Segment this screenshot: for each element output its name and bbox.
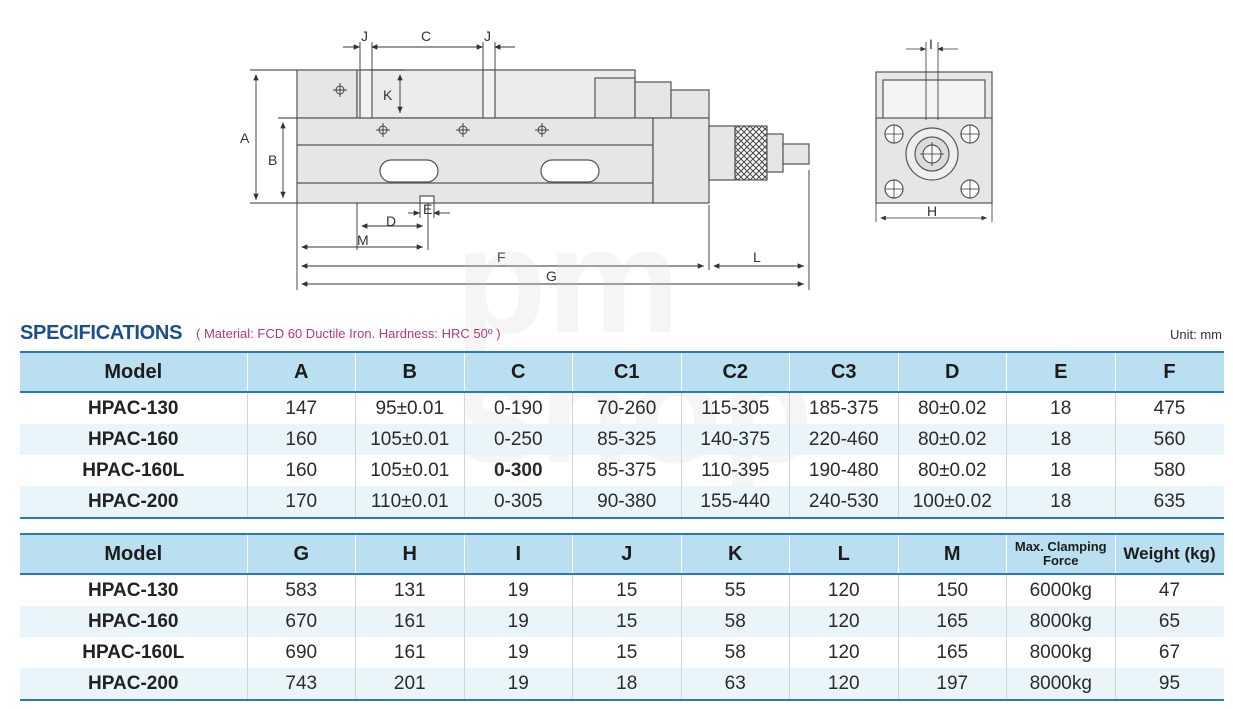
header-e: E xyxy=(1006,351,1115,393)
spec-table-2: Model G H I J K L M Max. Clamping Force … xyxy=(20,533,1224,701)
front-view xyxy=(875,71,993,204)
header-model: Model xyxy=(20,533,247,575)
dimension-lines xyxy=(250,42,810,290)
header-max-clamping-force: Max. Clamping Force xyxy=(1006,533,1115,575)
header-k: K xyxy=(680,533,790,575)
header-c1: C1 xyxy=(572,351,681,393)
table-row: HPAC-160L 160 105±0.01 0-300 85-375 110-… xyxy=(20,455,1224,486)
dimension-labels: A B J C J K D E M F G L I H xyxy=(240,28,937,284)
header-weight: Weight (kg) xyxy=(1114,533,1224,575)
label-k: K xyxy=(383,87,393,103)
label-b: B xyxy=(268,152,277,168)
label-a: A xyxy=(240,130,250,146)
side-view xyxy=(296,69,810,204)
table-row: HPAC-200 170 110±0.01 0-305 90-380 155-4… xyxy=(20,486,1224,519)
label-m: M xyxy=(357,232,369,248)
label-f: F xyxy=(497,249,506,265)
material-note: ( Material: FCD 60 Ductile Iron. Hardnes… xyxy=(196,326,501,341)
spec-table-1: Model A B C C1 C2 C3 D E F HPAC-130 147 … xyxy=(20,351,1224,519)
label-c: C xyxy=(421,28,431,44)
header-c3: C3 xyxy=(789,351,898,393)
table-row: HPAC-160 160 105±0.01 0-250 85-325 140-3… xyxy=(20,424,1224,455)
header-c: C xyxy=(463,351,573,393)
header-d: D xyxy=(897,351,1007,393)
label-l: L xyxy=(753,249,761,265)
label-d: D xyxy=(386,213,396,229)
spec-title: SPECIFICATIONS xyxy=(20,322,183,344)
specifications-header: SPECIFICATIONS ( Material: FCD 60 Ductil… xyxy=(20,318,1222,346)
label-i: I xyxy=(929,36,933,52)
table-row: HPAC-160L 690 161 19 15 58 120 165 8000k… xyxy=(20,637,1224,668)
label-g: G xyxy=(546,268,557,284)
vise-drawing: A B J C J K D E M F G L I H xyxy=(240,28,993,290)
header-model: Model xyxy=(20,351,247,393)
header-g: G xyxy=(246,533,356,575)
label-j-right: J xyxy=(484,28,491,44)
table-row: HPAC-130 583 131 19 15 55 120 150 6000kg… xyxy=(20,574,1224,606)
table-header-row: Model A B C C1 C2 C3 D E F xyxy=(20,351,1224,393)
table-header-row: Model G H I J K L M Max. Clamping Force … xyxy=(20,533,1224,575)
table-row: HPAC-160 670 161 19 15 58 120 165 8000kg… xyxy=(20,606,1224,637)
hole-marks xyxy=(333,83,549,137)
table-row: HPAC-200 743 201 19 18 63 120 197 8000kg… xyxy=(20,668,1224,701)
header-m: M xyxy=(897,533,1007,575)
header-i: I xyxy=(463,533,573,575)
label-h: H xyxy=(927,203,937,219)
header-h: H xyxy=(355,533,464,575)
header-j: J xyxy=(572,533,681,575)
unit-label: Unit: mm xyxy=(1170,327,1222,342)
header-c2: C2 xyxy=(680,351,790,393)
header-a: A xyxy=(246,351,356,393)
header-l: L xyxy=(789,533,898,575)
table-row: HPAC-130 147 95±0.01 0-190 70-260 115-30… xyxy=(20,392,1224,424)
header-b: B xyxy=(355,351,464,393)
header-f: F xyxy=(1114,351,1224,393)
label-j-left: J xyxy=(361,28,368,44)
label-e: E xyxy=(423,201,432,217)
